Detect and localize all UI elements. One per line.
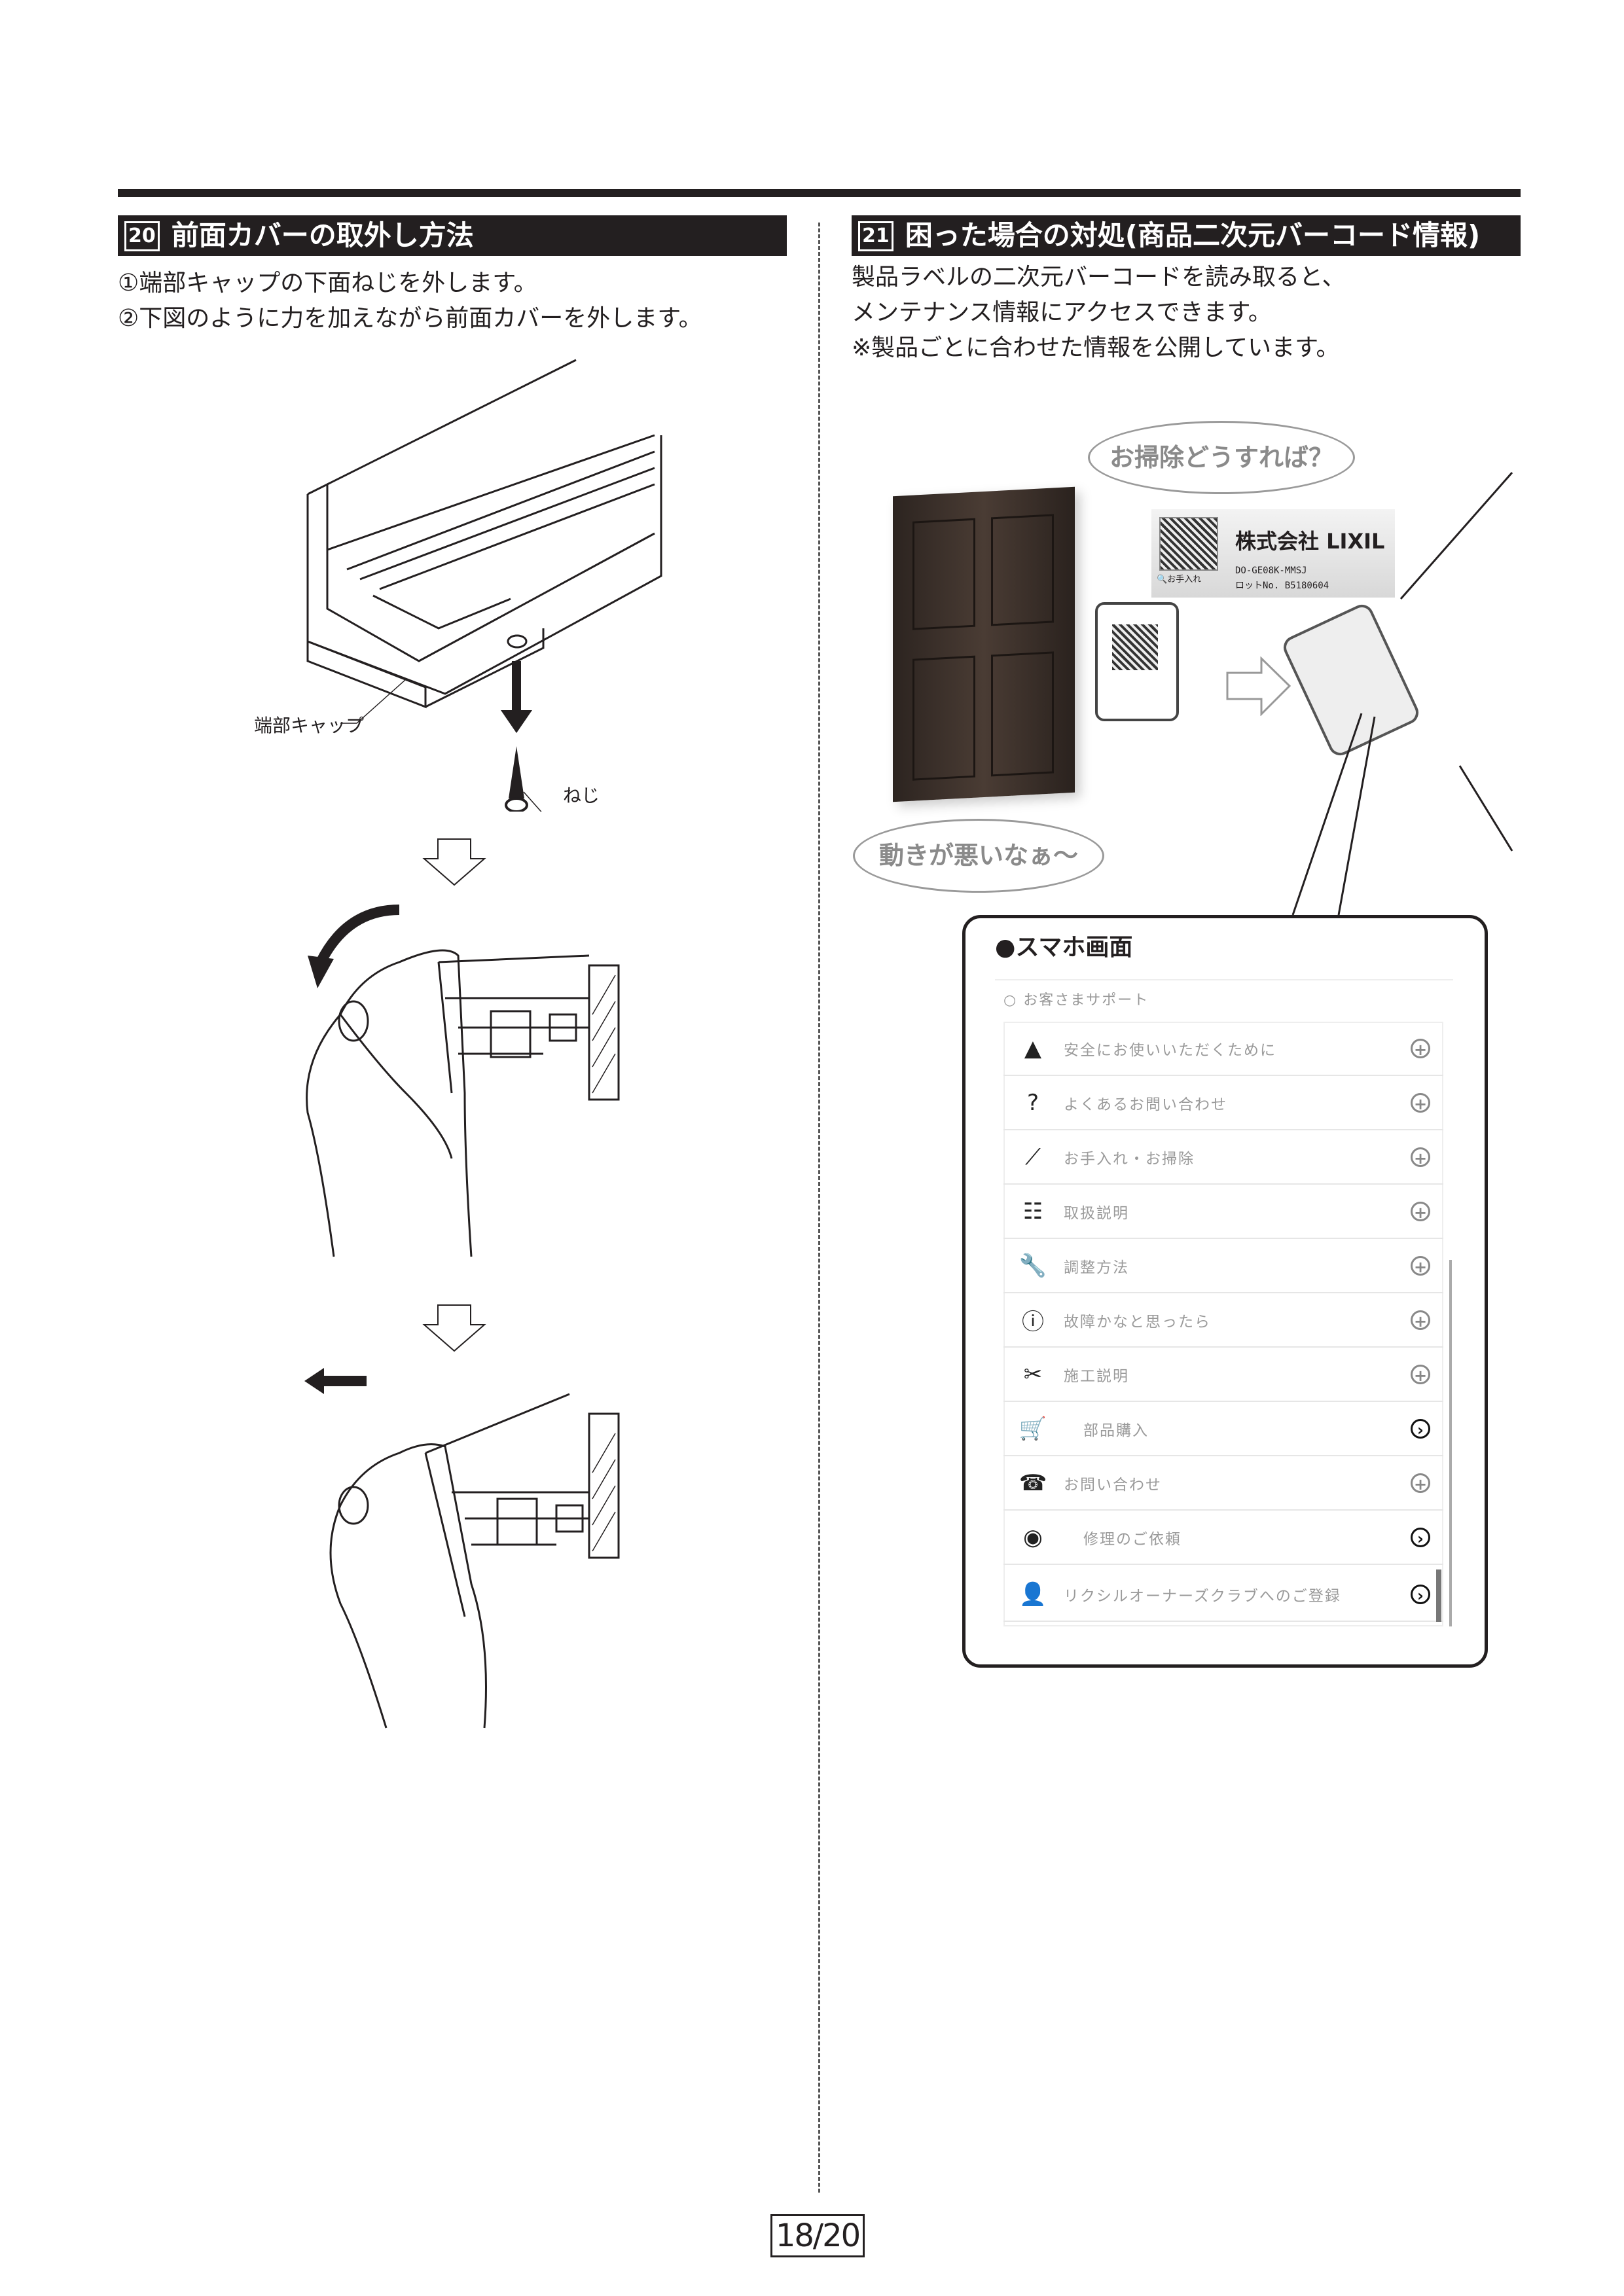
warning-icon: ▲	[1024, 1035, 1042, 1062]
intro-line-1: 製品ラベルの二次元バーコードを読み取ると、	[852, 264, 1346, 291]
section-title: 前面カバーの取外し方法	[171, 219, 474, 251]
model-number: DO-GE08K-MMSJ	[1235, 565, 1307, 576]
down-arrow-icon	[512, 661, 521, 713]
menu-item[interactable]: 🛒 部品購入 ›	[1003, 1402, 1443, 1456]
plus-circle-icon[interactable]: +	[1411, 1147, 1430, 1168]
menu-item-label: 故障かなと思ったら	[1064, 1313, 1211, 1331]
section-number: 20	[124, 221, 160, 251]
phone-icon: ☎	[1019, 1469, 1047, 1496]
scrollbar-thumb[interactable]	[1436, 1570, 1441, 1622]
support-menu-list	[1003, 1022, 1443, 1626]
section-number: 21	[858, 221, 893, 251]
support-header[interactable]: ○ お客さまサポート	[1003, 992, 1149, 1009]
question-icon: ?	[1026, 1089, 1039, 1116]
menu-item[interactable]: 👤 リクシルオーナーズクラブへのご登録 ›	[1003, 1568, 1443, 1622]
broom-icon: ⟋	[1025, 1143, 1041, 1170]
menu-item-label: 調整方法	[1064, 1259, 1129, 1276]
menu-item-label: リクシルオーナーズクラブへのご登録	[1064, 1587, 1341, 1605]
plus-circle-icon[interactable]: +	[1411, 1092, 1430, 1113]
alert-circle-icon: ⓘ	[1022, 1309, 1044, 1335]
chevron-right-circle-icon[interactable]: ›	[1411, 1584, 1430, 1605]
menu-item-label: 施工説明	[1064, 1367, 1129, 1385]
plus-circle-icon[interactable]: +	[1411, 1038, 1430, 1059]
plus-circle-icon[interactable]: +	[1411, 1201, 1430, 1222]
menu-item[interactable]: ☎ お問い合わせ +	[1003, 1456, 1443, 1511]
door-photo	[893, 486, 1075, 802]
scrollbar[interactable]	[1449, 1260, 1452, 1626]
end-cap-label: 端部キャップ	[254, 715, 365, 736]
menu-item[interactable]: ? よくあるお問い合わせ +	[1003, 1076, 1443, 1130]
repair-icon: ◉	[1023, 1524, 1043, 1551]
menu-item[interactable]: ◉ 修理のご依頼 ›	[1003, 1511, 1443, 1565]
step-1: ①端部キャップの下面ねじを外します。	[118, 270, 537, 296]
plus-circle-icon[interactable]: +	[1411, 1255, 1430, 1276]
hollow-down-arrow-icon	[422, 1304, 486, 1352]
qr-code-icon	[1159, 517, 1218, 571]
wrench-icon: 🔧	[1019, 1252, 1047, 1279]
hollow-right-arrow-icon	[1226, 656, 1291, 716]
product-label: 🔍お手入れ 株式会社 LIXIL DO-GE08K-MMSJ ロットNo. B5…	[1151, 509, 1395, 598]
menu-item[interactable]: ⟋ お手入れ・お掃除 +	[1003, 1130, 1443, 1185]
phone-screen-title: ●スマホ画面	[995, 934, 1133, 961]
menu-item[interactable]: ✂ 施工説明 +	[1003, 1348, 1443, 1402]
qr-caption: 🔍お手入れ	[1157, 575, 1202, 584]
company-name: 株式会社 LIXIL	[1235, 529, 1385, 554]
plus-circle-icon[interactable]: +	[1411, 1310, 1430, 1331]
callout-lines	[1291, 472, 1513, 916]
cover-endcap-illustration	[306, 359, 662, 812]
menu-item-label: 安全にお使いいただくために	[1064, 1041, 1276, 1059]
menu-item[interactable]: ▲ 安全にお使いいただくために +	[1003, 1022, 1443, 1076]
screw-label: ねじ	[563, 785, 600, 806]
page-number: 18/20	[770, 2214, 865, 2257]
menu-item-label: お問い合わせ	[1064, 1476, 1162, 1494]
speech-bubble-movement: 動きが悪いなぁ～	[853, 819, 1104, 893]
curved-arrow-icon	[308, 956, 334, 988]
hollow-down-arrow-icon	[422, 838, 486, 886]
header-divider	[995, 979, 1453, 980]
plus-circle-icon[interactable]: +	[1411, 1364, 1430, 1385]
menu-item-label: 修理のご依頼	[1083, 1530, 1182, 1548]
chevron-right-circle-icon[interactable]: ›	[1411, 1418, 1430, 1439]
menu-item-label: 取扱説明	[1064, 1204, 1129, 1222]
menu-item[interactable]: ☷ 取扱説明 +	[1003, 1185, 1443, 1239]
plus-circle-icon[interactable]: +	[1411, 1473, 1430, 1494]
section-title: 困った場合の対処(商品二次元バーコード情報)	[905, 219, 1481, 251]
menu-item-label: お手入れ・お掃除	[1064, 1150, 1195, 1168]
hand-pull-cover-illustration	[304, 1368, 620, 1729]
intro-line-2: メンテナンス情報にアクセスできます。	[852, 299, 1272, 326]
step-2: ②下図のように力を加えながら前面カバーを外します。	[118, 305, 702, 332]
smartphone-screen-panel	[962, 915, 1488, 1668]
phone-scanning-qr	[1095, 602, 1179, 721]
manual-icon: ☷	[1022, 1198, 1043, 1225]
speech-bubble-cleaning: お掃除どうすれば？	[1088, 421, 1355, 494]
menu-item[interactable]: 🔧 調整方法 +	[1003, 1239, 1443, 1293]
section-21-heading: 21 困った場合の対処(商品二次元バーコード情報)	[852, 215, 1521, 256]
menu-item-label: 部品購入	[1083, 1422, 1149, 1439]
section-20-heading: 20 前面カバーの取外し方法	[118, 215, 787, 256]
menu-item-label: よくあるお問い合わせ	[1064, 1096, 1227, 1113]
left-arrow-icon	[304, 1368, 324, 1394]
menu-item[interactable]: ⓘ 故障かなと思ったら +	[1003, 1293, 1443, 1348]
user-icon: 👤	[1019, 1581, 1047, 1607]
lot-number: ロットNo. B5180604	[1235, 581, 1329, 591]
cart-icon: 🛒	[1019, 1415, 1047, 1442]
tools-icon: ✂	[1023, 1361, 1043, 1388]
column-divider	[818, 223, 820, 2193]
intro-line-3: ※製品ごとに合わせた情報を公開しています。	[852, 334, 1340, 361]
top-rule	[118, 189, 1521, 197]
hand-tilt-cover-illustration	[306, 905, 620, 1257]
chevron-right-circle-icon[interactable]: ›	[1411, 1527, 1430, 1548]
